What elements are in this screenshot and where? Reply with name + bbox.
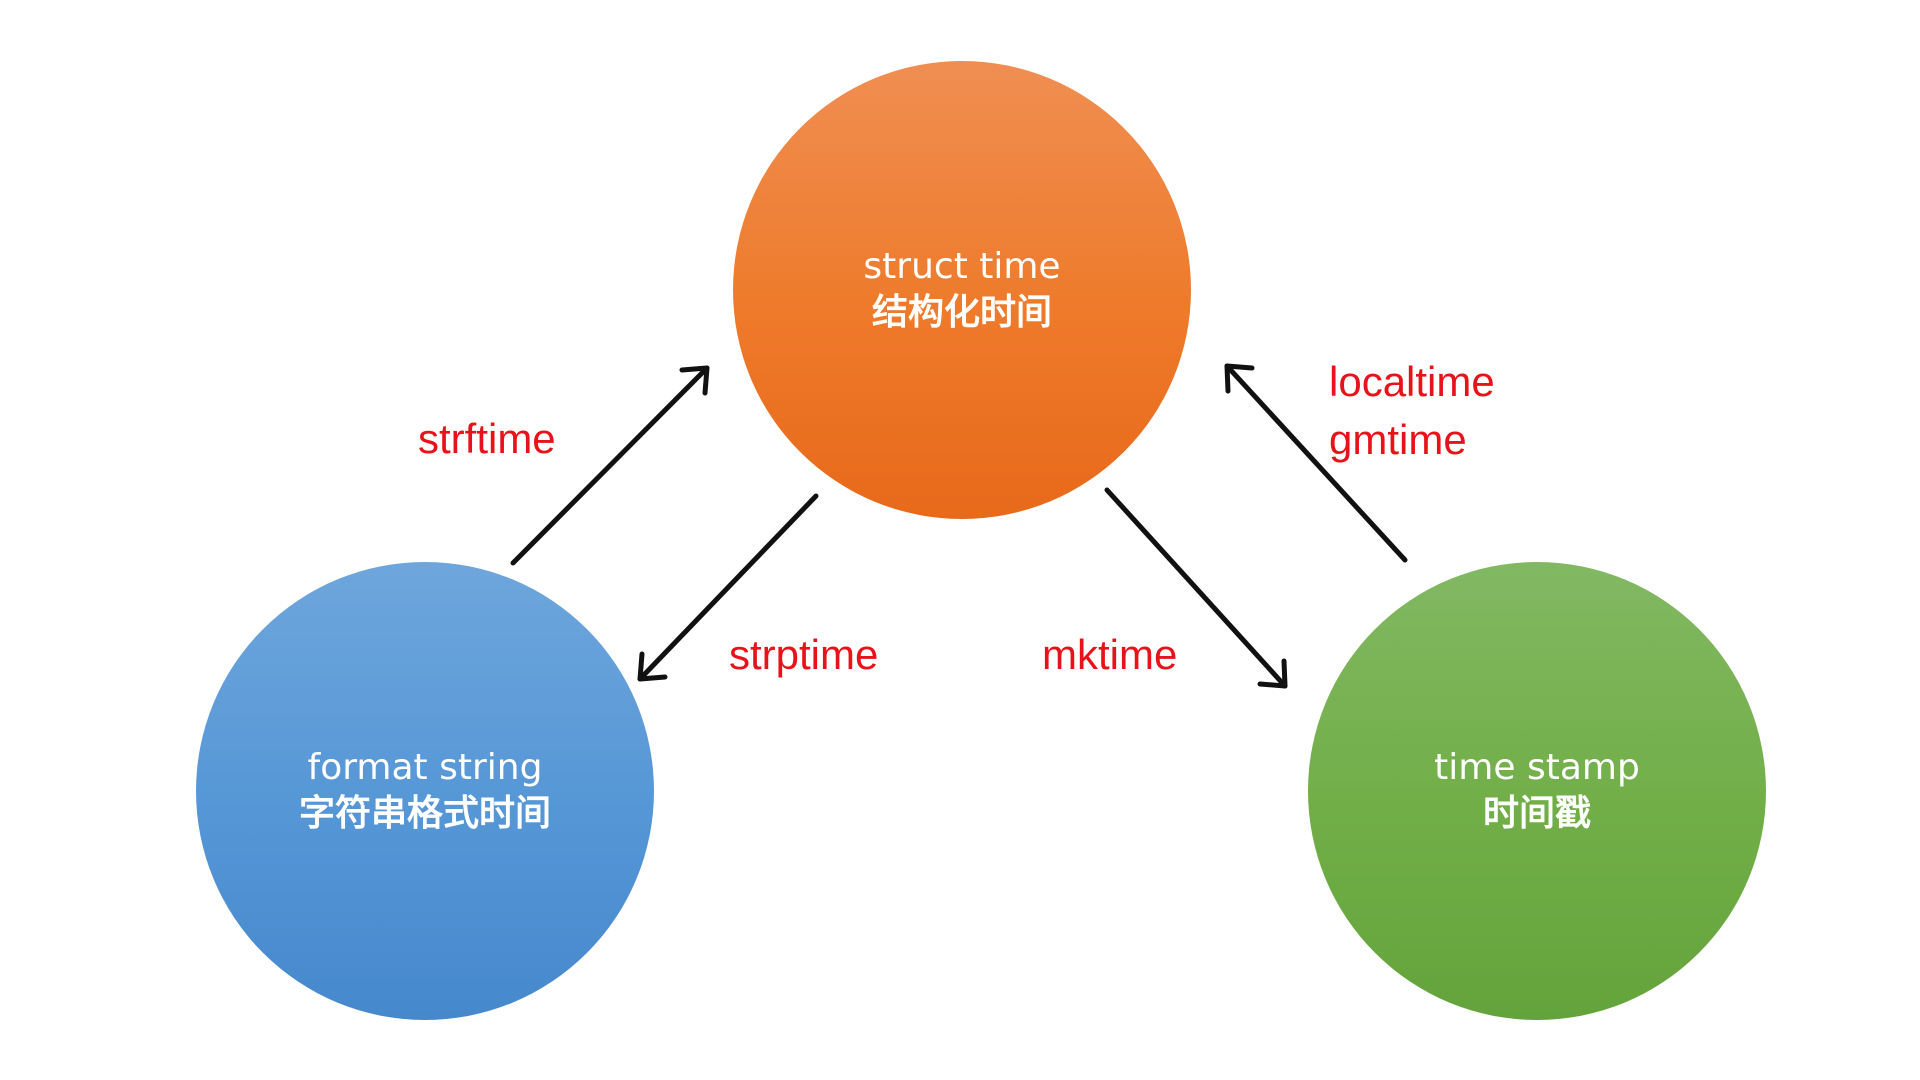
arrow-strptime-head — [637, 651, 668, 682]
node-time-stamp: time stamp 时间戳 — [1308, 562, 1766, 1020]
edge-label-strptime: strptime — [729, 631, 879, 678]
node-format-string-label-zh: 字符串格式时间 — [298, 793, 551, 834]
node-time-stamp-label-zh: 时间戳 — [1482, 793, 1591, 834]
node-format-string: format string 字符串格式时间 — [196, 562, 654, 1020]
arrow-localtime-head — [1224, 363, 1255, 394]
node-struct-time-label: struct time — [863, 246, 1061, 287]
arrow-mktime-head — [1257, 658, 1288, 689]
edge-label-localtime: localtime — [1329, 358, 1495, 405]
edge-label-gmtime: gmtime — [1329, 416, 1467, 463]
node-struct-time: struct time 结构化时间 — [733, 61, 1191, 519]
edge-label-strftime: strftime — [418, 415, 556, 462]
edge-label-mktime: mktime — [1042, 631, 1178, 678]
node-time-stamp-label: time stamp — [1434, 747, 1640, 788]
arrow-strftime-head — [679, 365, 710, 396]
node-format-string-label: format string — [307, 747, 543, 788]
node-struct-time-label-zh: 结构化时间 — [871, 292, 1052, 333]
